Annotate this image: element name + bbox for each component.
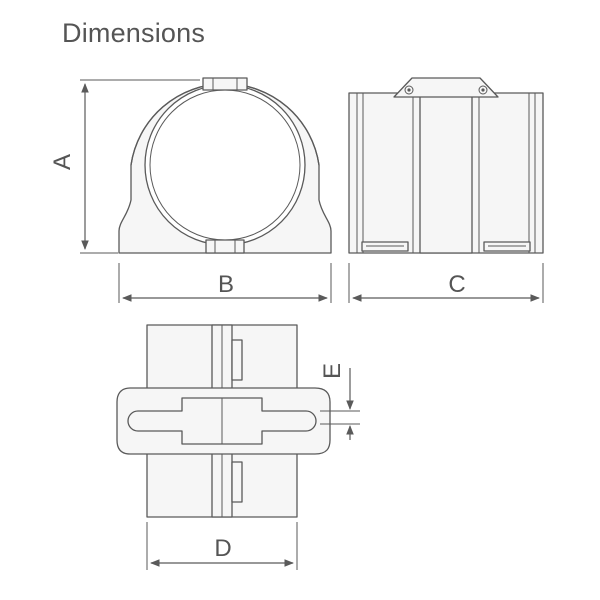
- dimension-d: D: [146, 522, 298, 570]
- page-title: Dimensions: [62, 18, 206, 48]
- front-view: [118, 77, 332, 254]
- dimension-b: B: [118, 263, 332, 303]
- dimension-e: E: [319, 363, 360, 440]
- label-e: E: [319, 363, 346, 379]
- dimension-a: A: [49, 79, 200, 254]
- dimension-c: C: [348, 263, 544, 303]
- label-b: B: [218, 271, 234, 298]
- label-a: A: [49, 154, 76, 170]
- side-view: [348, 77, 544, 254]
- top-view: [116, 324, 331, 518]
- label-c: C: [448, 271, 465, 298]
- label-d: D: [214, 535, 231, 562]
